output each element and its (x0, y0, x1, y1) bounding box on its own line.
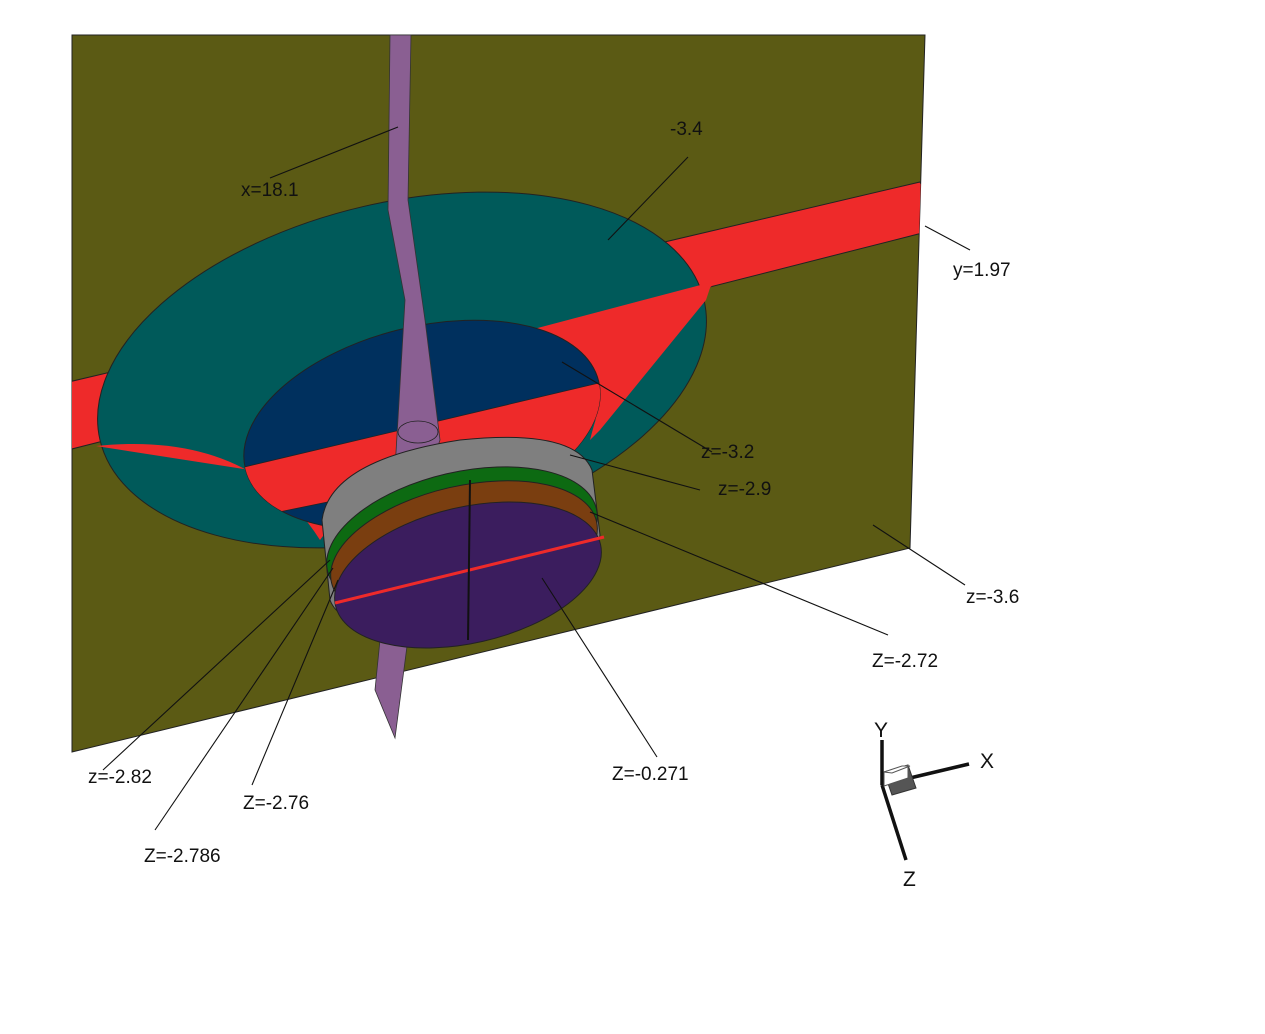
label-z-3.2: z=-3.2 (701, 442, 754, 463)
label-z-2.76: Z=-2.76 (243, 793, 309, 814)
hole (397, 420, 439, 444)
label-z-0.271: Z=-0.271 (612, 764, 689, 785)
label-x-plane: x=18.1 (241, 180, 299, 201)
label-z-3.6: z=-3.6 (966, 587, 1019, 608)
axis-x-label: X (980, 750, 994, 773)
leader-lines (102, 126, 971, 831)
axis-y-label: Y (874, 719, 888, 742)
disk-vertical-line (467, 479, 471, 641)
label-z-2.72: Z=-2.72 (872, 651, 938, 672)
label-z-2.9: z=-2.9 (718, 479, 771, 500)
label-z-2.82: z=-2.82 (88, 767, 152, 788)
axis-z-label: Z (903, 868, 916, 891)
red-band-upper (530, 282, 712, 430)
axis-triad: Y X Z (874, 719, 994, 891)
label-top: -3.4 (670, 119, 703, 140)
label-z-2.786: Z=-2.786 (144, 846, 221, 867)
label-y-plane: y=1.97 (953, 260, 1011, 281)
